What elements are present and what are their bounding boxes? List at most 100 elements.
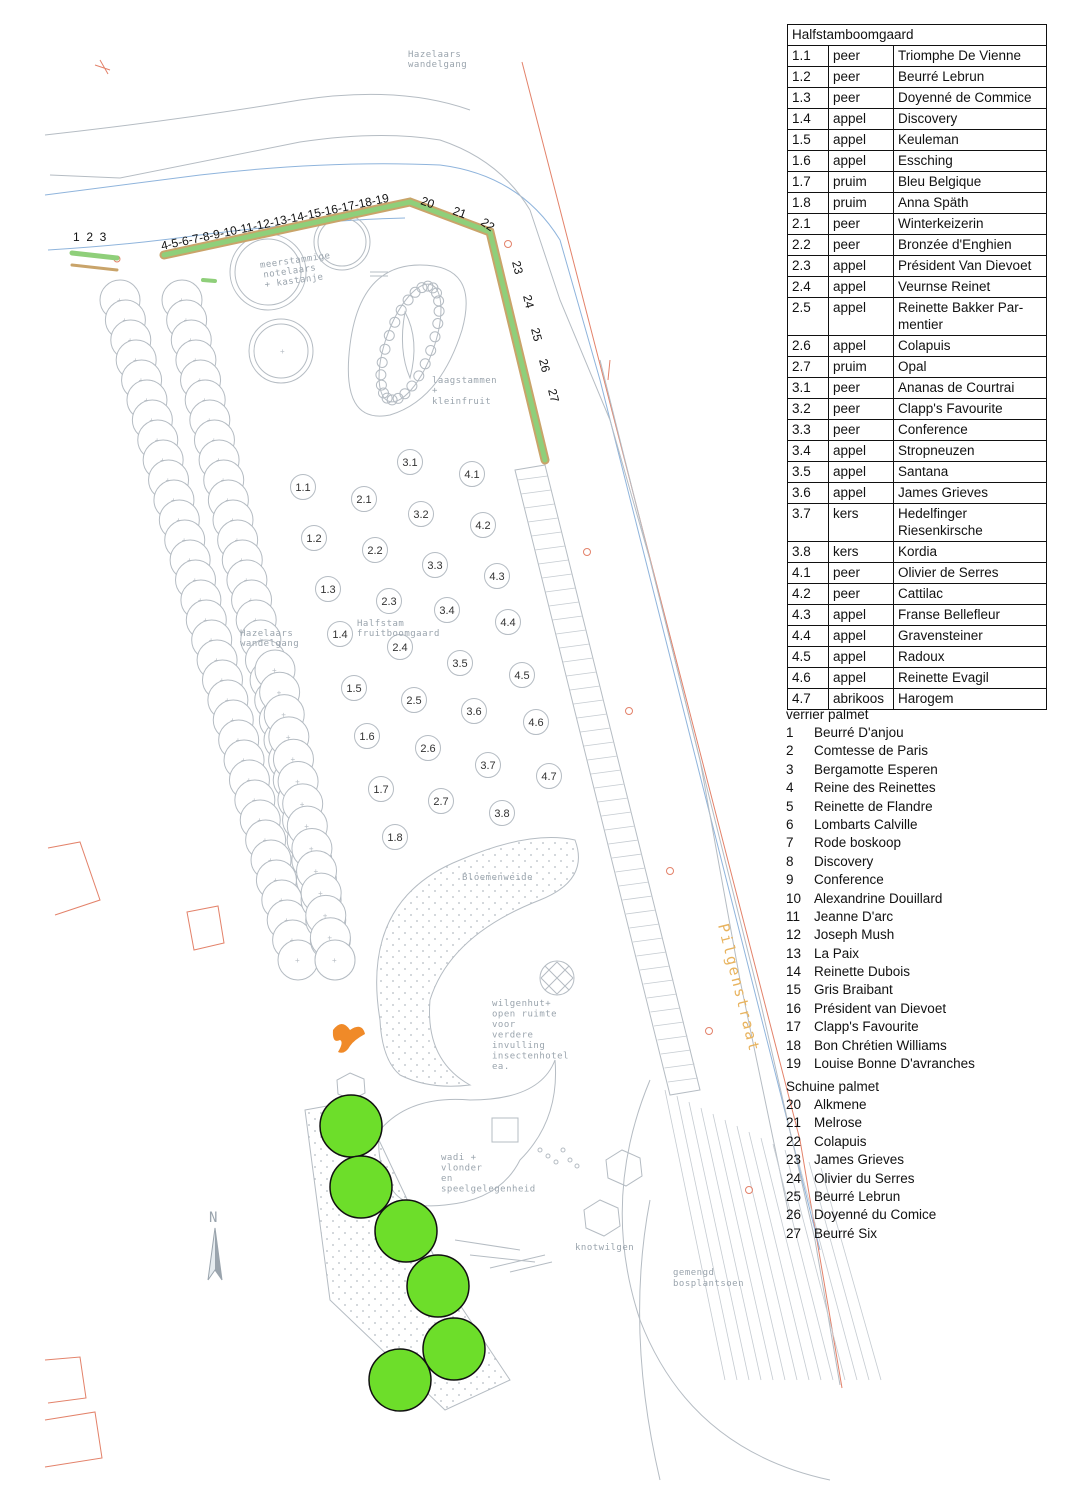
legend-variety: Harogem: [893, 688, 1047, 710]
tree-crown: [434, 597, 460, 623]
hazelaars-top-label: Hazelaars: [408, 50, 461, 60]
tree-label: 1.6: [359, 731, 374, 743]
legend-title: Halfstamboomgaard: [787, 24, 1047, 46]
svg-text:+: +: [300, 800, 305, 809]
tree-label: 4.4: [500, 617, 515, 629]
palmet-rows: [69, 197, 550, 465]
tree-crown: [422, 552, 448, 578]
legend-species: peer: [828, 45, 894, 67]
palmet-number: 9: [786, 872, 794, 888]
svg-text:+: +: [318, 889, 323, 898]
hazel-shrub: [314, 939, 356, 981]
palmet-variety: La Paix: [814, 945, 860, 961]
palmet-variety: Discovery: [814, 853, 874, 869]
palmet-number: 2: [786, 743, 794, 759]
palmet-variety: Colapuis: [814, 1133, 867, 1149]
kleinfruit-shrub: [386, 394, 398, 406]
legend-species: peer: [828, 377, 894, 399]
tree-label: 3.1: [402, 457, 417, 469]
tree-label: 2.2: [367, 545, 382, 557]
tree-crown: [301, 525, 327, 551]
tree-label: 1.7: [373, 784, 388, 796]
legend-variety: Cattilac: [893, 583, 1047, 605]
tree-label: 2.4: [392, 642, 407, 654]
palmet-variety: Beurré Six: [814, 1225, 878, 1241]
halfstam-tree: 2.6: [415, 735, 441, 761]
schuine-title: Schuine palmet: [786, 1079, 880, 1094]
palmet-number: 27: [786, 1225, 802, 1241]
tree-crown: [408, 501, 434, 527]
legend-variety: Ananas de Courtrai: [893, 377, 1047, 399]
legend-variety: Anna Späth: [893, 192, 1047, 214]
legend-code: 4.3: [787, 604, 829, 626]
legend-code: 2.1: [787, 213, 829, 235]
palmet-number: 18: [786, 1037, 802, 1053]
palmet-label-27: 27: [545, 387, 562, 404]
kleinfruit-shrub: [406, 380, 418, 392]
legend-code: 1.7: [787, 171, 829, 193]
legend-species: abrikoos: [828, 688, 894, 710]
halfstam-tree: 2.5: [401, 687, 427, 713]
legend-species: kers: [828, 541, 894, 563]
halfstam-tree: 2.2: [362, 537, 388, 563]
kleinfruit-shrub: [378, 387, 389, 399]
legend-species: peer: [828, 234, 894, 256]
legend-code: 2.6: [787, 335, 829, 357]
halfstam-tree: 1.4: [327, 621, 353, 647]
tree-crown: [447, 650, 473, 676]
legend-variety: Discovery: [893, 108, 1047, 130]
kleinfruit-shrub: [409, 286, 421, 298]
palmet-variety: Reinette Dubois: [814, 964, 911, 980]
wilgenhut-label-line: verdere: [492, 1031, 533, 1041]
tree-crown: [376, 588, 402, 614]
svg-text:+: +: [332, 956, 337, 965]
legend-variety: Reinette Bakker Par-mentier: [893, 297, 1047, 336]
hazelaars-top-label-2: wandelgang: [408, 60, 467, 70]
tree-crown: [351, 486, 377, 512]
halfstam-tree: 1.3: [315, 576, 341, 602]
svg-text:+: +: [290, 755, 295, 764]
legend-species: peer: [828, 583, 894, 605]
tree-label: 4.3: [489, 571, 504, 583]
legend-code: 2.7: [787, 356, 829, 378]
tree-crown: [489, 800, 515, 826]
tree-crown: [382, 824, 408, 850]
legend-variety: Stropneuzen: [893, 440, 1047, 462]
palmet-label-23: 23: [509, 259, 526, 276]
knotwilgen-label: knotwilgen: [575, 1243, 634, 1253]
legend-variety: Bleu Belgique: [893, 171, 1047, 193]
legend-variety: Clapp's Favourite: [893, 398, 1047, 420]
svg-text:+: +: [272, 666, 277, 675]
halfstam-tree: 1.5: [341, 675, 367, 701]
halfstam-tree: 4.1: [459, 461, 485, 487]
halfstam-tree: 3.6: [461, 698, 487, 724]
legend-code: 3.8: [787, 541, 829, 563]
tree-crown: [475, 752, 501, 778]
legend-variety: Hedelfinger Riesenkirsche: [893, 503, 1047, 542]
kleinfruit-shrub: [389, 316, 401, 328]
palmet-variety: Gris Braibant: [814, 982, 893, 998]
palmet-number: 6: [786, 816, 794, 832]
legend-code: 1.5: [787, 129, 829, 151]
tree-label: 4.7: [541, 771, 556, 783]
legend-species: peer: [828, 66, 894, 88]
tree-label: 1.8: [387, 832, 402, 844]
legend-species: pruim: [828, 171, 894, 193]
tree-label: 1.4: [332, 629, 347, 641]
